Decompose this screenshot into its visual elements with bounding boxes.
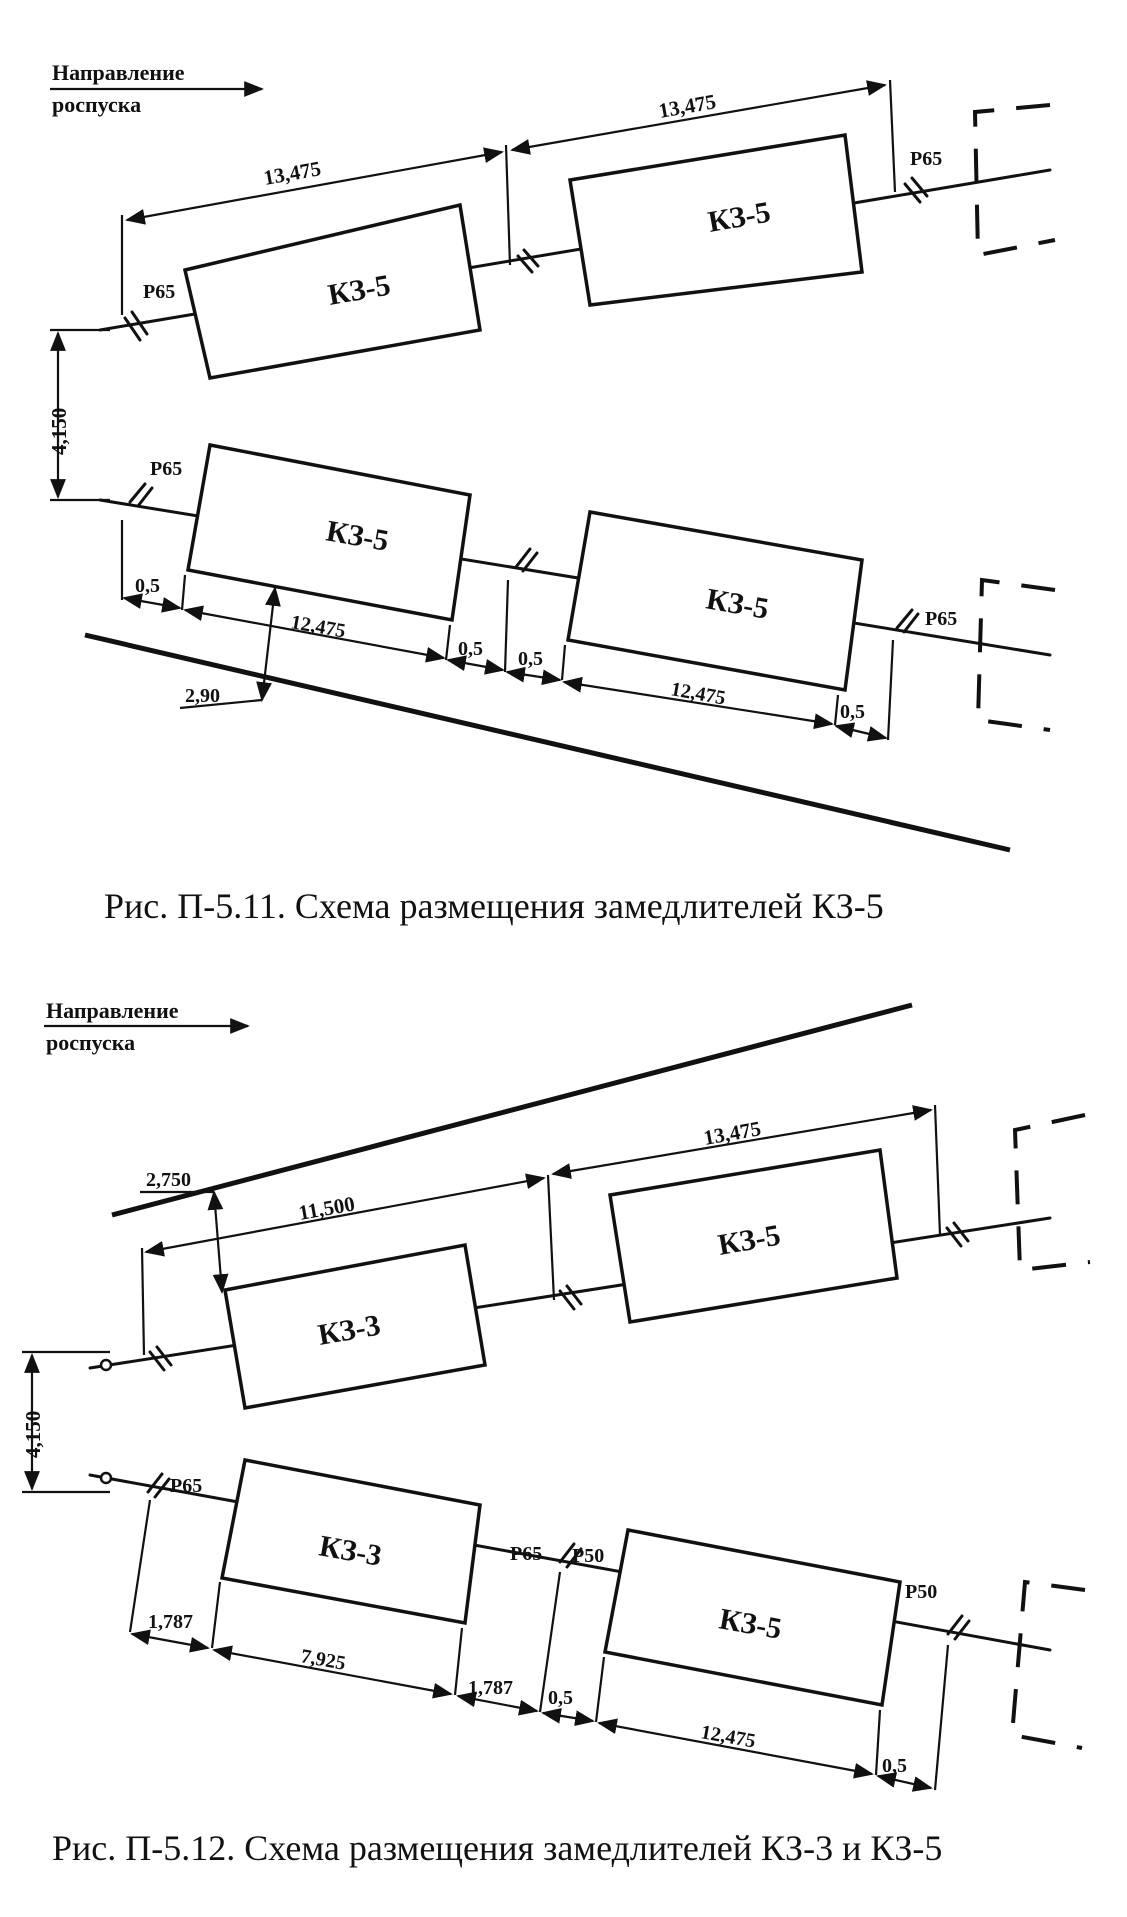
fig2-rail-joints <box>146 1221 971 1641</box>
fig1-direction-label: Направление <box>52 60 185 85</box>
fig1-dim-top-left <box>125 147 504 225</box>
fig2-dim-length-a: 7,925 <box>299 1645 347 1674</box>
fig1-block-bottom-right <box>565 509 864 693</box>
fig2-block-bottom-right <box>602 1527 902 1708</box>
fig2-rail-label-3: Р50 <box>572 1545 604 1567</box>
fig1-direction-label-2: роспуска <box>52 92 141 117</box>
fig1-caption: Рис. П-5.11. Схема размещения замедлител… <box>104 886 884 926</box>
fig1-dim-length-a: 12,475 <box>289 611 347 642</box>
fig1-dashed-end-top <box>972 103 1056 258</box>
fig1-dim-offset-a: 0,5 <box>135 575 160 597</box>
fig2-dim-clearance <box>207 1190 229 1294</box>
fig1-block-bottom-left <box>185 442 472 623</box>
fig1-rail-label-2: Р65 <box>910 148 942 170</box>
fig1-rail-label-1: Р65 <box>143 281 175 303</box>
fig1-boundary-line <box>84 632 1011 853</box>
fig1-dim-offset-c: 0,5 <box>518 648 543 670</box>
fig2-rail-label-1: Р65 <box>170 1475 202 1497</box>
figure-2: Направление роспуска КЗ-3 КЗ-5 КЗ-3 КЗ-5 <box>21 998 1091 1868</box>
fig1-dim-top-right-label: 13,475 <box>657 89 718 123</box>
fig2-dim-top-left-label: 11,500 <box>297 1191 357 1224</box>
fig2-dim-offset-b: 1,787 <box>468 1677 513 1699</box>
fig1-dim-offset-d: 0,5 <box>840 701 865 723</box>
fig1-dim-offset-b: 0,5 <box>458 638 483 660</box>
fig2-dim-offset-a: 1,787 <box>148 1611 193 1633</box>
fig1-dashed-end-bottom <box>975 577 1056 732</box>
fig1-dim-clearance-label: 2,90 <box>185 685 220 707</box>
fig1-rail-joints <box>123 176 929 634</box>
fig2-rail-label-4: Р50 <box>905 1581 937 1603</box>
fig2-dim-clearance-label: 2,750 <box>146 1169 191 1191</box>
fig1-dim-clearance <box>256 586 281 702</box>
fig2-dim-length-b: 12,475 <box>699 1721 757 1752</box>
fig2-dim-top-right-label: 13,475 <box>702 1116 763 1150</box>
fig2-switch-top-icon <box>99 1358 113 1372</box>
fig2-dim-offset-c: 0,5 <box>548 1687 573 1709</box>
fig1-block-top-left <box>182 202 482 381</box>
fig2-switch-bottom-icon <box>99 1471 113 1485</box>
fig1-dim-top-left-label: 13,475 <box>262 156 323 190</box>
fig1-dim-length-b: 12,475 <box>669 678 727 709</box>
figure-1: Направление роспуска КЗ-5 КЗ-5 КЗ-5 КЗ-5 <box>47 60 1056 926</box>
fig2-dim-top-right <box>551 1105 933 1179</box>
fig2-rail-label-2: Р65 <box>510 1543 542 1565</box>
fig2-dashed-end-top <box>1012 1113 1091 1273</box>
fig2-direction-label-2: роспуска <box>46 1030 135 1055</box>
fig2-dim-offset-d: 0,5 <box>882 1755 907 1777</box>
fig2-block-bottom-left <box>219 1457 482 1626</box>
fig2-dim-track-spacing-label: 4,150 <box>21 1411 45 1458</box>
fig1-dim-top-right <box>510 80 887 155</box>
fig2-block-top-left <box>222 1242 488 1411</box>
fig2-dim-top-left <box>144 1173 546 1257</box>
fig2-dashed-end-bottom <box>1009 1579 1086 1750</box>
fig1-rail-label-3: Р65 <box>150 458 182 480</box>
fig1-rail-label-4: Р65 <box>925 608 957 630</box>
fig2-caption: Рис. П-5.12. Схема размещения замедлител… <box>52 1828 942 1868</box>
fig1-dim-track-spacing-label: 4,150 <box>47 408 71 455</box>
fig2-direction-label: Направление <box>46 998 179 1023</box>
